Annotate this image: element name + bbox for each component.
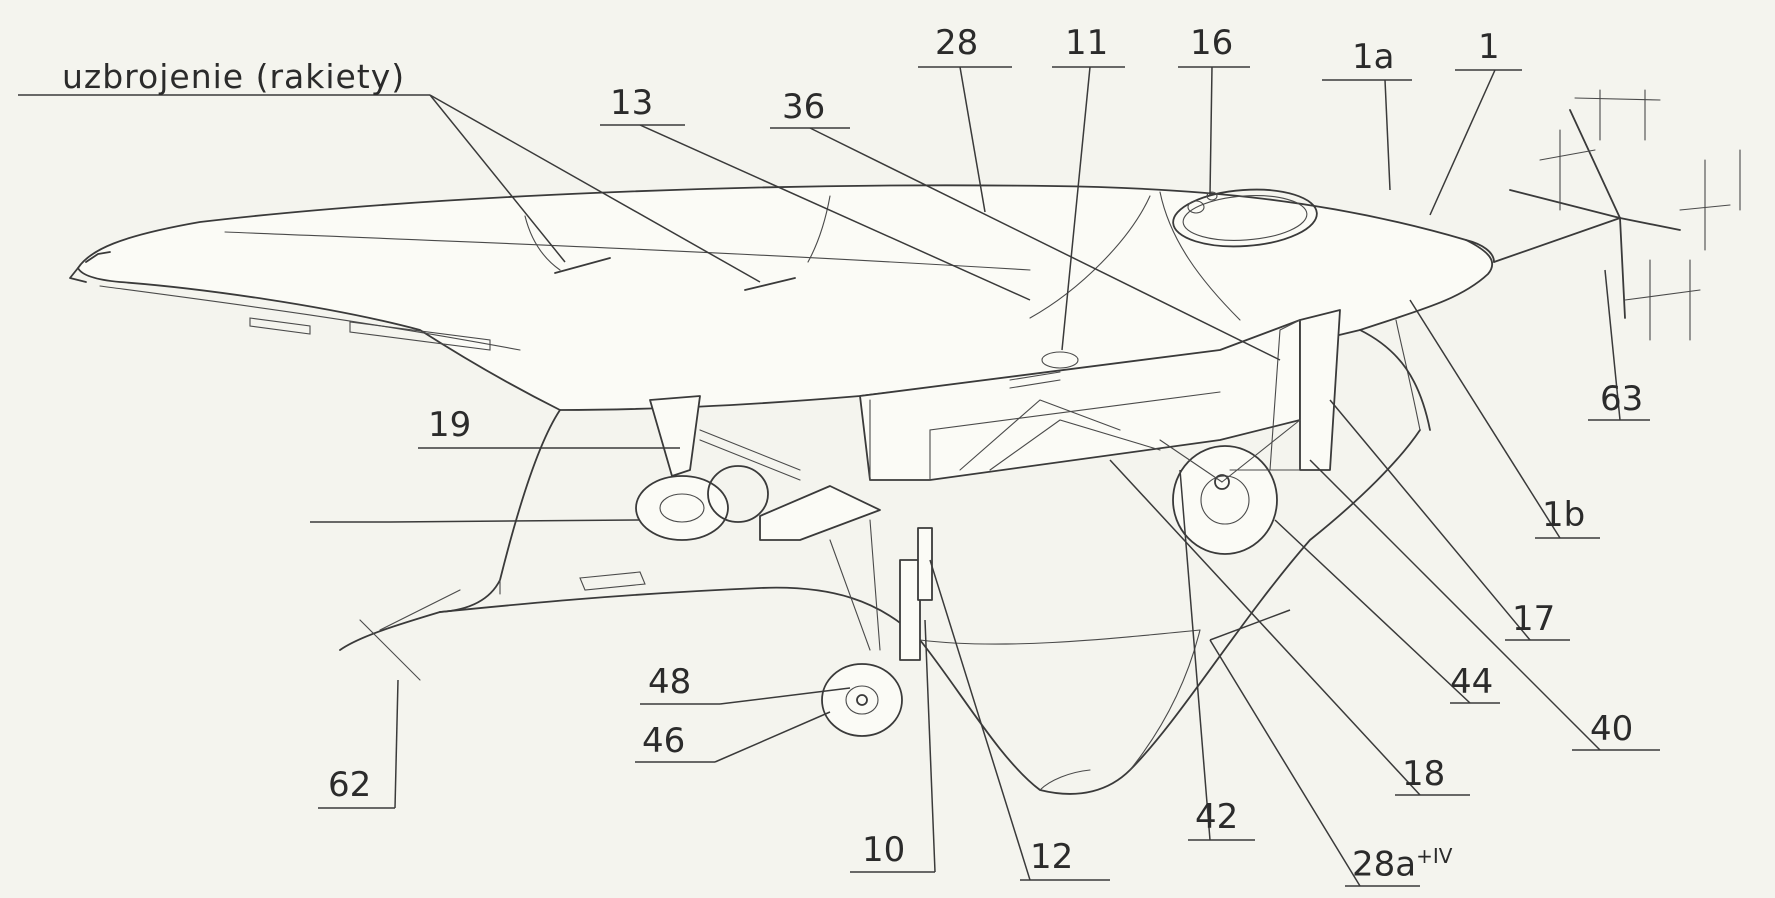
label-42: 42: [1195, 797, 1239, 837]
left-stub: [339, 571, 646, 681]
label-1: 1: [1478, 27, 1500, 67]
right-fin: [1269, 309, 1341, 471]
right-main-gear: [1159, 419, 1301, 555]
label-16: 16: [1190, 23, 1234, 63]
label-28a-main: 28a: [1352, 844, 1417, 885]
tail-antenna: [1493, 89, 1741, 341]
label-11: 11: [1065, 23, 1109, 63]
label-62: 62: [328, 765, 372, 805]
fuselage-belly: [439, 319, 1431, 795]
leader-lines: [18, 66, 1660, 887]
center-pod: [859, 319, 1301, 481]
left-main-gear: [635, 395, 881, 541]
label-uzbrojenie: uzbrojenie (rakiety): [62, 57, 406, 96]
label-1a: 1a: [1352, 37, 1395, 77]
label-46: 46: [642, 721, 686, 761]
label-10: 10: [862, 830, 906, 870]
label-28: 28: [935, 23, 979, 63]
label-40: 40: [1590, 709, 1634, 749]
label-28a: 28a+IV: [1352, 846, 1452, 881]
label-17: 17: [1512, 599, 1556, 639]
nose-gear: [821, 519, 933, 737]
label-12: 12: [1030, 837, 1074, 877]
label-44: 44: [1450, 662, 1494, 702]
label-28a-sup: +IV: [1416, 844, 1453, 868]
label-1b: 1b: [1542, 495, 1586, 535]
label-18: 18: [1402, 754, 1446, 794]
label-19: 19: [428, 405, 472, 445]
label-36: 36: [782, 87, 826, 127]
label-63: 63: [1600, 379, 1644, 419]
wing-outline: [69, 184, 1494, 411]
label-48: 48: [648, 662, 692, 702]
label-13: 13: [610, 83, 654, 123]
top-details: [554, 188, 1495, 291]
